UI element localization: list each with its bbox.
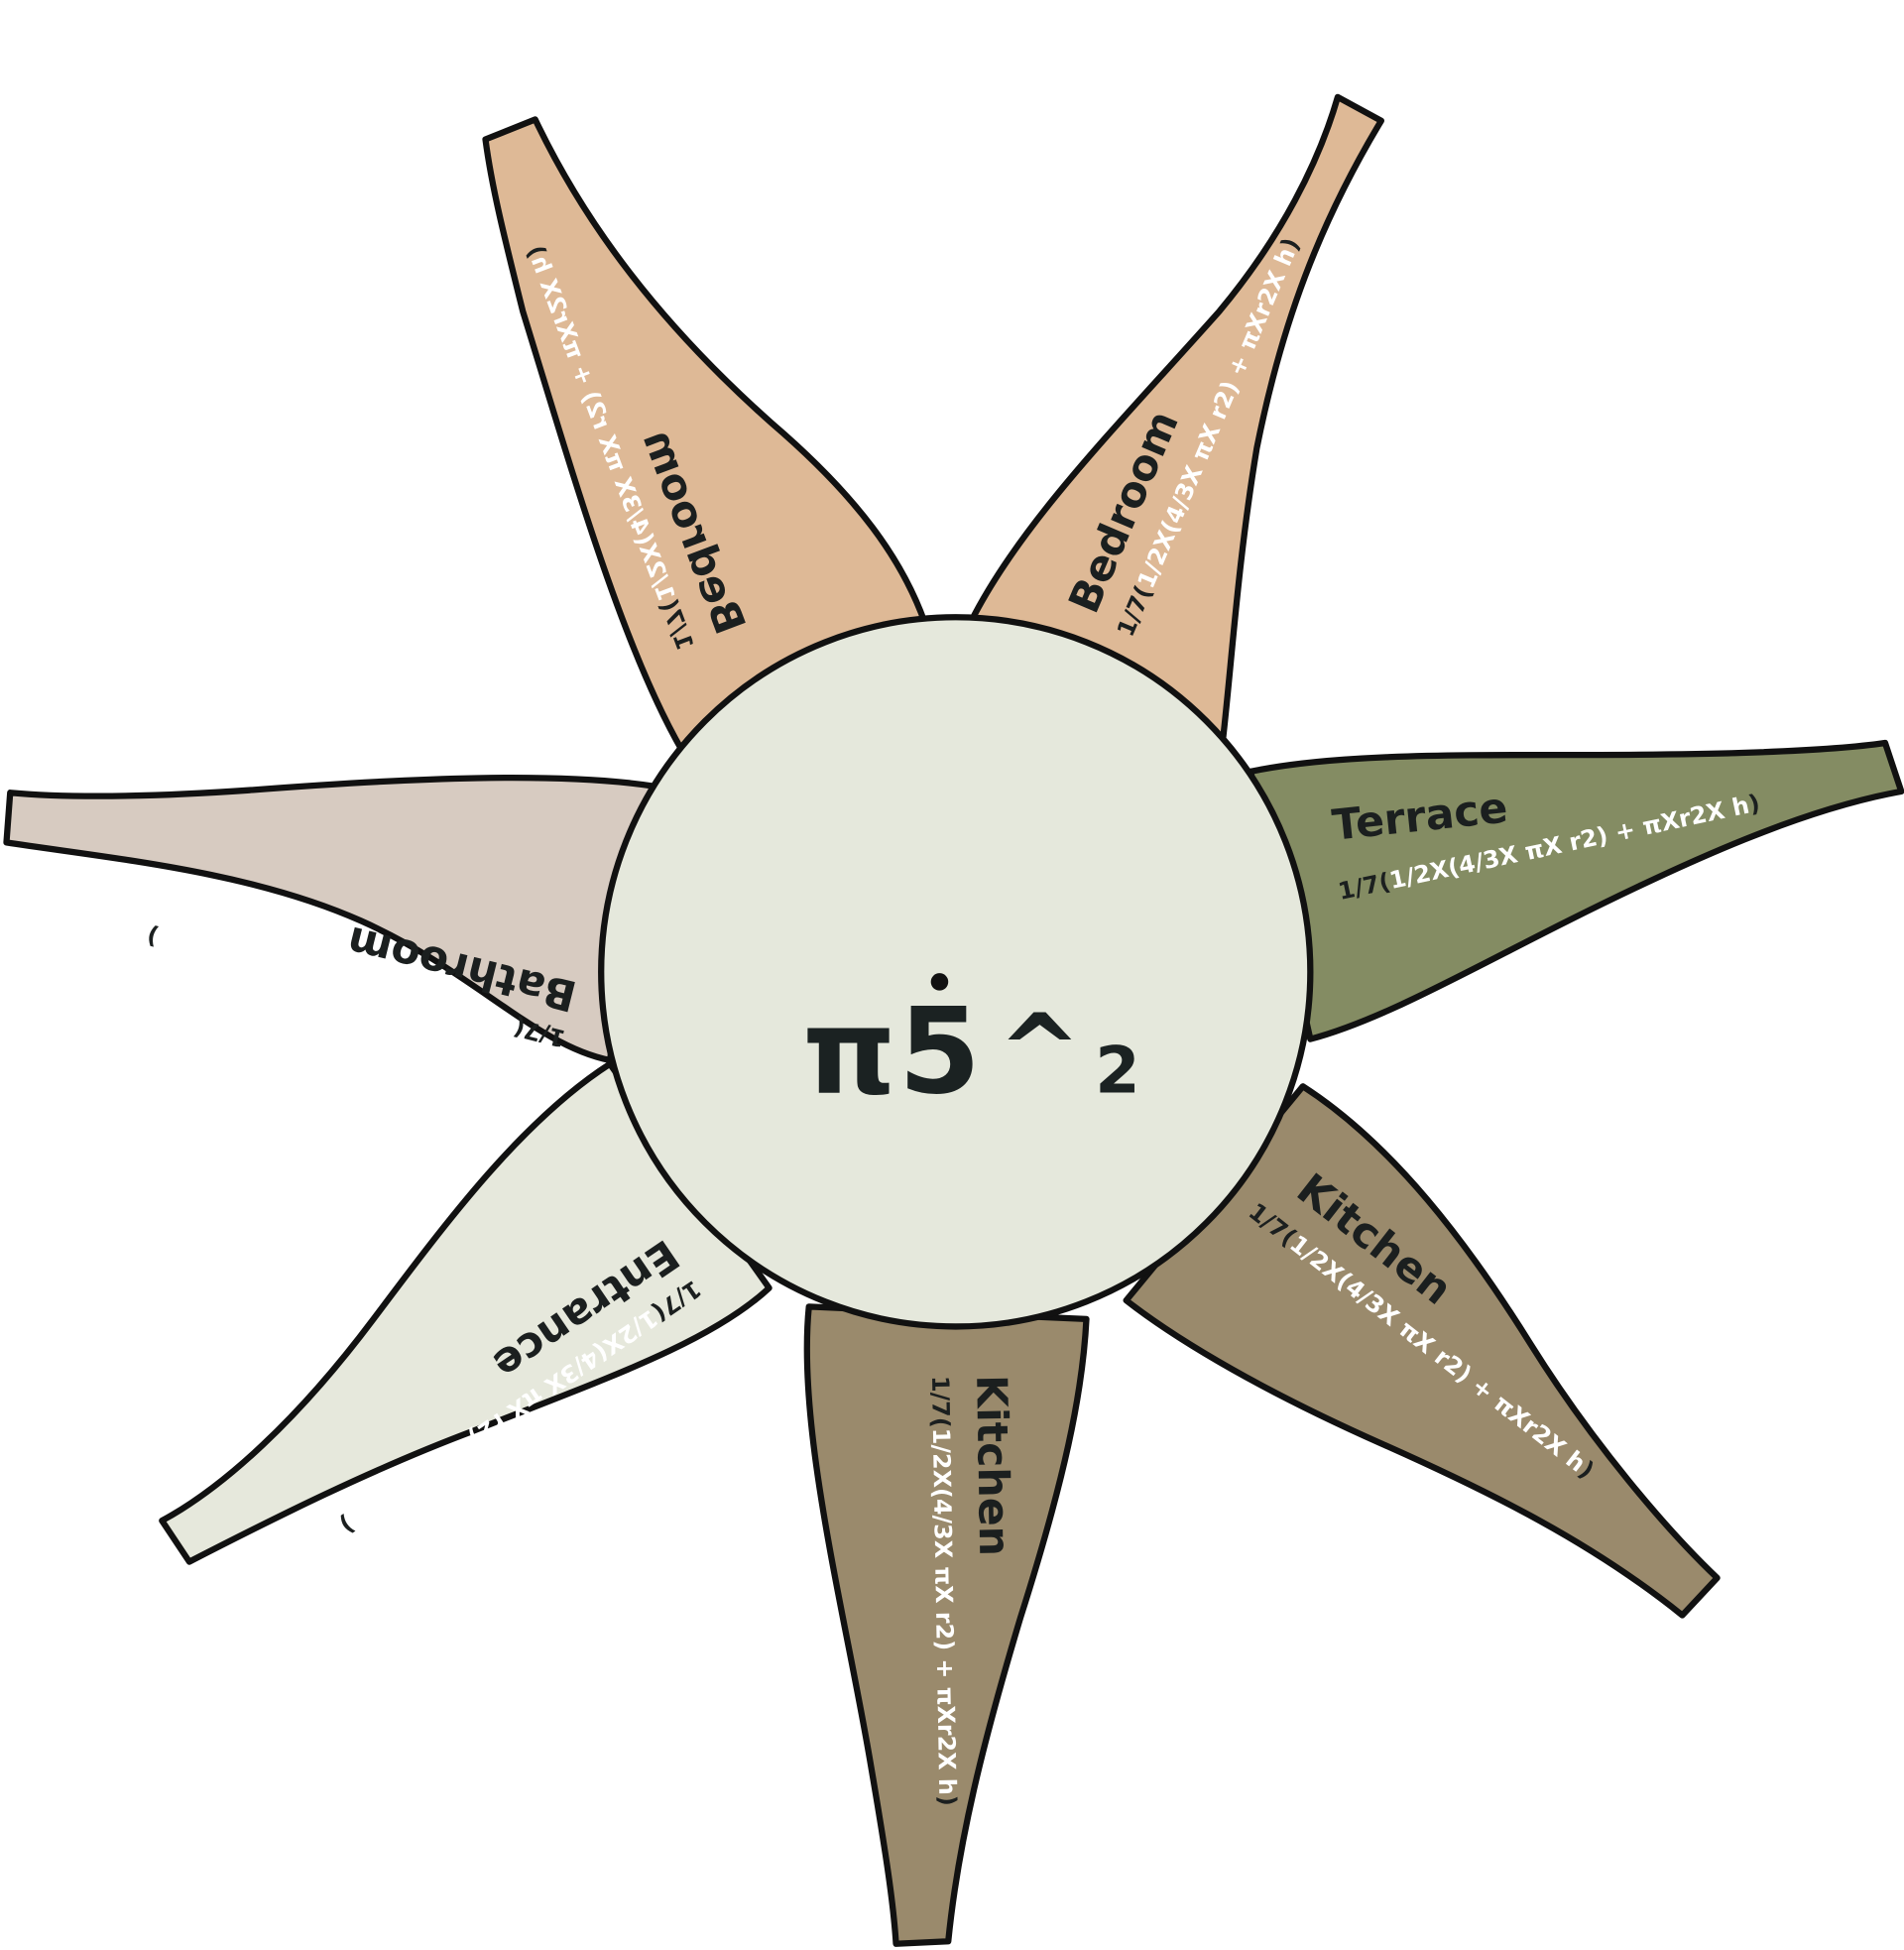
pi-symbol: π <box>802 984 895 1122</box>
petal-text-kitchen-bottom: Kitchen 1/7(1/2X(4/3X πX r2) + πXr2X h) <box>926 1375 1018 1806</box>
petal-bedroom-left <box>482 116 928 754</box>
room-label: Kitchen <box>966 1375 1018 1557</box>
digit-five: 5 <box>898 984 981 1122</box>
petal-kitchen-right <box>1123 1083 1721 1619</box>
subscript-two: 2 <box>1095 1034 1139 1109</box>
petal-kitchen-bottom <box>803 1303 1090 1947</box>
center-formula: π 5 ^ 2 <box>802 973 1140 1122</box>
petal-bathroom <box>3 774 659 1064</box>
petal-bedroom-right <box>967 93 1384 740</box>
room-formula: 1/7(1/2X(4/3X πX r2) + πXr2X h) <box>926 1376 962 1806</box>
caret-symbol: ^ <box>998 993 1081 1109</box>
petal-entrance <box>159 1060 773 1565</box>
dot-mark <box>930 973 949 991</box>
center-circle <box>598 614 1314 1330</box>
petal-terrace <box>1247 739 1904 1042</box>
